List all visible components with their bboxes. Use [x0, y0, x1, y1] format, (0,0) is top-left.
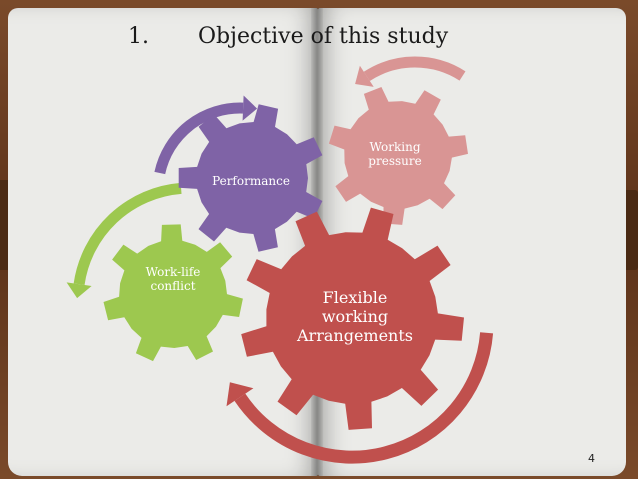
gear-label-work-life-line2: conflict [150, 279, 196, 294]
gear-flexible-working-arrangements [241, 207, 464, 430]
gear-label-flexible-line2: working [321, 307, 389, 327]
gear-label-flexible: Flexible working Arrangements [280, 288, 430, 346]
slide-title: 1. Objective of this study [128, 24, 448, 49]
green-arrowhead [66, 282, 92, 299]
book-clasp-left [0, 180, 8, 270]
slide-title-number: 1. [128, 24, 149, 49]
purple-arrowhead [242, 95, 258, 121]
gear-working-pressure [328, 87, 468, 225]
gear-work-life-conflict [103, 224, 243, 362]
gear-label-work-life-line1: Work-life [145, 265, 201, 279]
page-number: 4 [588, 452, 595, 465]
gear-label-performance: Performance [212, 174, 290, 188]
red-arrowhead [226, 382, 254, 407]
pink-arrowhead [355, 65, 374, 87]
gear-label-flexible-line3: Arrangements [297, 326, 413, 346]
gear-label-work-life: Work-life conflict [118, 265, 228, 294]
pink-arrow [363, 56, 466, 82]
gear-label-working-pressure-line1: Working [369, 140, 421, 154]
purple-arrow [154, 102, 244, 175]
green-arrow [73, 182, 182, 286]
gear-performance [178, 104, 323, 252]
slide-title-text: Objective of this study [198, 24, 449, 49]
red-arrow [234, 332, 494, 464]
gear-label-flexible-line1: Flexible [322, 288, 388, 307]
gear-label-working-pressure: Working pressure [340, 140, 450, 169]
gear-label-working-pressure-line2: pressure [368, 154, 422, 169]
book-clasp-right [622, 190, 638, 270]
